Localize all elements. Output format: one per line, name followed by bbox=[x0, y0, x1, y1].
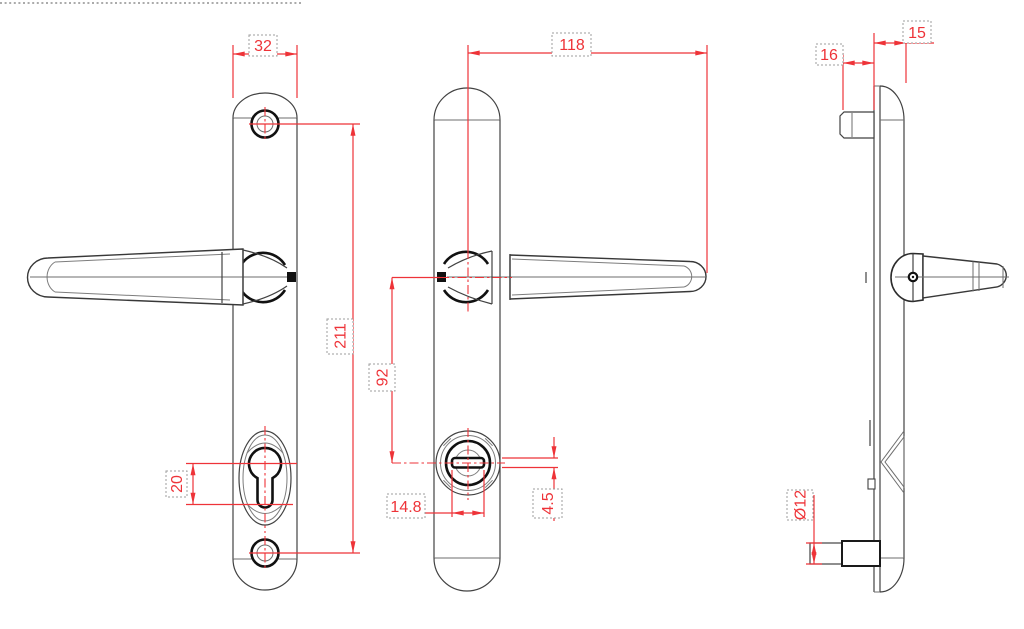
lever-side bbox=[865, 252, 1009, 303]
thumbturn-boss bbox=[435, 428, 501, 500]
dimension-slot-height: 4.5 bbox=[502, 437, 563, 521]
dimension-lever-to-cylinder: 92 bbox=[368, 276, 505, 464]
front-view bbox=[26, 92, 298, 591]
rear-view bbox=[433, 87, 707, 592]
keyhole-cover-side bbox=[880, 430, 905, 494]
rear-lug bbox=[839, 111, 875, 139]
dimension-spindle-diameter: Ø12 bbox=[786, 489, 822, 565]
dimension-cylinder-offset: 20 bbox=[165, 462, 297, 506]
dimension-backplate-width: 32 bbox=[232, 34, 298, 98]
backplate-rear bbox=[433, 87, 501, 592]
dim-label-14-8: 14.8 bbox=[390, 499, 421, 516]
snib-tab bbox=[867, 478, 876, 490]
dimension-screw-centres: 211 bbox=[249, 123, 360, 554]
dimension-slot-width: 14.8 bbox=[386, 470, 485, 519]
spindle-square bbox=[287, 272, 296, 282]
cylinder-keyhole bbox=[238, 426, 292, 533]
dim-label-32: 32 bbox=[254, 38, 272, 55]
dim-label-211: 211 bbox=[333, 323, 350, 349]
dim-label-118: 118 bbox=[559, 37, 585, 54]
dim-label-16: 16 bbox=[820, 47, 838, 64]
dimension-lever-length: 118 bbox=[467, 32, 708, 273]
dimension-rear-projection: 16 bbox=[815, 43, 874, 110]
dimension-plate-depth: 15 bbox=[873, 20, 934, 110]
lever-rear bbox=[437, 250, 707, 305]
dim-label-4-5: 4.5 bbox=[540, 492, 557, 514]
lever-front bbox=[26, 248, 296, 306]
side-view bbox=[809, 85, 1009, 593]
dim-label-dia12: Ø12 bbox=[793, 490, 810, 520]
dim-label-15: 15 bbox=[908, 25, 926, 42]
backplate-side bbox=[867, 85, 905, 593]
dim-label-92: 92 bbox=[375, 369, 392, 387]
cylinder-side bbox=[809, 540, 881, 567]
dim-label-20: 20 bbox=[169, 475, 186, 493]
